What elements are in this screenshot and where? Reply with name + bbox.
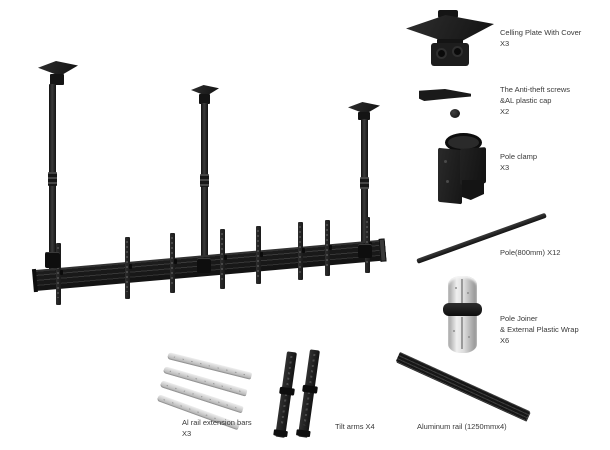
pole-joiner-seam-top bbox=[461, 279, 463, 305]
tilt-arm-bracket bbox=[169, 233, 177, 293]
pole-clamp-label: Pole clamp X3 bbox=[500, 151, 537, 173]
clamp-screw-dot bbox=[444, 160, 447, 163]
ceiling-plate-middle bbox=[191, 85, 219, 96]
al-rail-extension-label: Al rail extension bars X3 bbox=[182, 417, 252, 439]
anti-theft-bar-illustration bbox=[419, 89, 471, 101]
pole-joiner-name-line1: Pole Joiner bbox=[500, 314, 538, 323]
anti-theft-qty: X2 bbox=[500, 107, 510, 116]
aluminum-rail-label: Aluminum rail (1250mmx4) bbox=[417, 421, 507, 432]
pole-rail-clamp-middle bbox=[197, 258, 211, 273]
pole-clamp-body-right bbox=[460, 147, 486, 185]
pole-joiner-qty: X6 bbox=[500, 336, 510, 345]
joiner-hole-dot bbox=[467, 292, 469, 294]
al-rail-extension-qty: X3 bbox=[182, 429, 192, 438]
joiner-hole-dot bbox=[453, 330, 455, 332]
bracket-hole-ring bbox=[436, 48, 447, 59]
tilt-arm-foot bbox=[295, 429, 311, 438]
tilt-arm-illustration bbox=[273, 351, 297, 438]
ceiling-plate-cover-top bbox=[438, 10, 458, 18]
tilt-arm-clamp bbox=[278, 386, 295, 396]
anti-theft-name-line1: The Anti-theft screws bbox=[500, 85, 571, 94]
tilt-arm-bracket bbox=[255, 226, 263, 284]
tilt-arm-bracket bbox=[55, 243, 63, 305]
tilt-arm-bracket bbox=[124, 237, 132, 299]
anti-theft-name-line2: &AL plastic cap bbox=[500, 96, 552, 105]
pole-joiner-wrap-band bbox=[443, 303, 482, 316]
pole-joiner-seam-bottom bbox=[461, 317, 463, 349]
ceiling-plate-right-bracket bbox=[358, 112, 370, 120]
ceiling-plate-label: Celling Plate With Cover X3 bbox=[500, 27, 581, 49]
pole-right-joiner bbox=[360, 177, 369, 189]
ceiling-plate-name: Celling Plate With Cover bbox=[500, 28, 582, 37]
clamp-screw-dot bbox=[446, 180, 449, 183]
tilt-arm-clamp bbox=[301, 384, 318, 394]
pole-left-joiner bbox=[48, 172, 57, 186]
ceiling-plate-left-bracket bbox=[50, 74, 64, 85]
tilt-arms-label: Tilt arms X4 bbox=[335, 421, 375, 432]
pole-middle-joiner bbox=[199, 174, 209, 187]
tilt-arm-bracket bbox=[324, 220, 332, 276]
ceiling-plate-neck bbox=[437, 39, 463, 46]
pole-clamp-qty: X3 bbox=[500, 163, 510, 172]
bracket-hole-ring bbox=[452, 46, 463, 57]
pole-joiner-label: Pole Joiner & External Plastic Wrap X6 bbox=[500, 313, 579, 346]
pole-name: Pole(800mm) X12 bbox=[500, 248, 561, 257]
pole-clamp-foot bbox=[462, 180, 484, 200]
ceiling-plate-qty: X3 bbox=[500, 39, 510, 48]
anti-theft-label: The Anti-theft screws &AL plastic cap X2 bbox=[500, 84, 570, 117]
tilt-arms-name: Tilt arms X4 bbox=[335, 422, 375, 431]
joiner-hole-dot bbox=[455, 287, 457, 289]
pole-joiner-name-line2: & External Plastic Wrap bbox=[500, 325, 579, 334]
pole-label: Pole(800mm) X12 bbox=[500, 247, 560, 258]
aluminum-rail-illustration bbox=[395, 352, 531, 421]
anti-theft-screw-illustration bbox=[450, 109, 460, 118]
tilt-arm-foot bbox=[273, 429, 288, 438]
pole-clamp-body-left bbox=[438, 147, 462, 205]
pole-clamp-name: Pole clamp bbox=[500, 152, 538, 161]
tilt-arm-bracket bbox=[219, 229, 227, 289]
ceiling-plate-middle-bracket bbox=[199, 94, 210, 104]
aluminum-rail-name: Aluminum rail (1250mmx4) bbox=[417, 422, 507, 431]
tilt-arm-illustration bbox=[295, 349, 320, 438]
al-rail-extension-name: Al rail extension bars bbox=[182, 418, 252, 427]
pole-rail-clamp-right bbox=[357, 244, 372, 258]
pole-rail-clamp-left bbox=[45, 252, 60, 268]
joiner-hole-dot bbox=[468, 336, 470, 338]
tilt-arm-bracket bbox=[297, 222, 305, 280]
